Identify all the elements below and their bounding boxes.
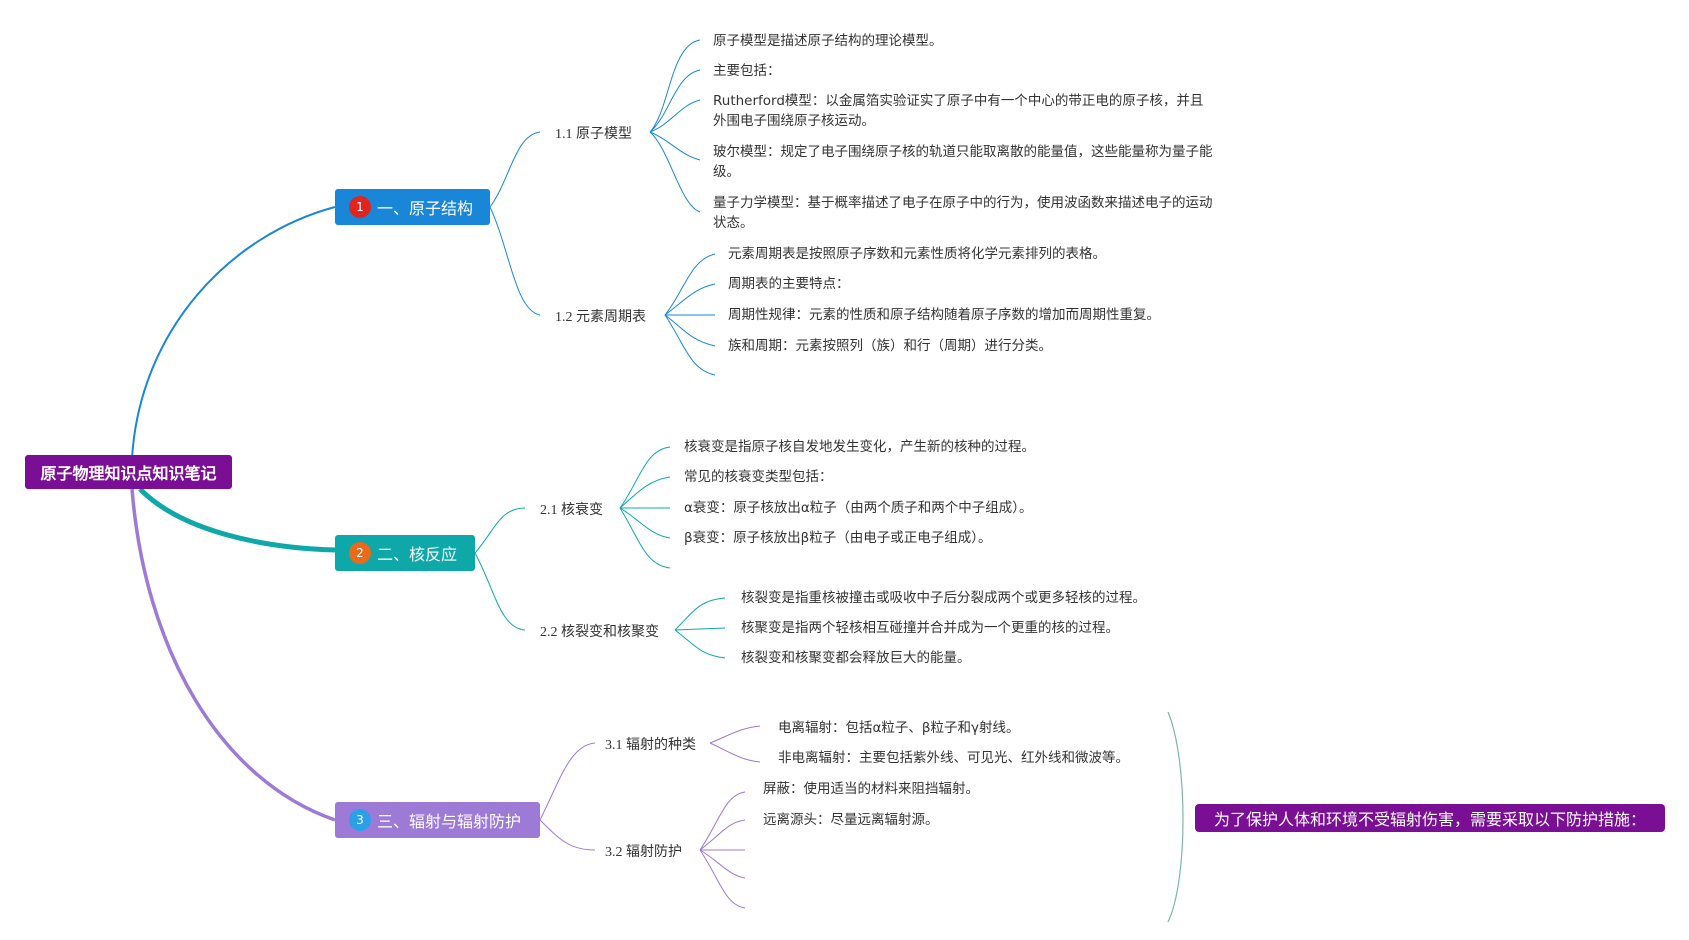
sub-node-1-1[interactable]: 1.1 原子模型: [555, 127, 632, 142]
leaf-3-2-1: 屏蔽：使用适当的材料来阻挡辐射。: [763, 781, 979, 797]
branch-title: 一、原子结构: [377, 199, 474, 218]
link-b1-sub2: [489, 206, 541, 316]
link-s12-l4: [664, 314, 716, 347]
branch-title: 二、核反应: [377, 545, 458, 564]
branch-node-3[interactable]: 3 三、辐射与辐射防护: [335, 802, 540, 838]
link-s22-l3: [674, 629, 726, 659]
leaf-2-1-3: α衰变：原子核放出α粒子（由两个质子和两个中子组成）。: [684, 500, 1033, 516]
sub-node-2-2[interactable]: 2.2 核裂变和核聚变: [540, 625, 659, 640]
link-s11-l2: [649, 69, 701, 133]
link-s21-l5: [619, 507, 671, 569]
link-s21-l2: [619, 476, 671, 509]
leaf-1-1-5: 量子力学模型：基于概率描述了电子在原子中的行为，使用波函数来描述电子的运动状态。: [713, 195, 1213, 231]
leaf-2-2-2: 核聚变是指两个轻核相互碰撞并合并成为一个更重的核的过程。: [741, 620, 1119, 636]
link-s32-l1: [699, 791, 746, 851]
link-b2-sub1: [474, 507, 526, 554]
leaf-3-1-2: 非电离辐射：主要包括紫外线、可见光、红外线和微波等。: [778, 750, 1129, 766]
link-root-branch3: [130, 488, 336, 822]
branch-node-1[interactable]: 1 一、原子结构: [335, 189, 490, 225]
link-s21-l1: [619, 446, 671, 509]
link-s32-l2: [699, 819, 746, 851]
link-s22-l2: [674, 627, 726, 631]
branch-number-badge: 1: [349, 196, 371, 218]
link-b3-sub1: [539, 742, 596, 821]
branch-number-badge: 2: [349, 542, 371, 564]
leaf-1-1-4: 玻尔模型：规定了电子围绕原子核的轨道只能取离散的能量值，这些能量称为量子能级。: [713, 144, 1213, 180]
link-b1-sub1: [489, 131, 541, 208]
branch-node-2[interactable]: 2 二、核反应: [335, 535, 475, 571]
leaf-1-2-3: 周期性规律：元素的性质和原子结构随着原子序数的增加而周期性重复。: [728, 307, 1160, 323]
link-s31-l1: [709, 725, 761, 744]
link-b3-sub2: [539, 819, 596, 851]
link-s22-l1: [674, 597, 726, 631]
leaf-1-2-1: 元素周期表是按照原子序数和元素性质将化学元素排列的表格。: [728, 246, 1106, 262]
link-s32-l5: [699, 849, 746, 909]
link-s11-l5: [649, 131, 701, 213]
summary-callout[interactable]: 为了保护人体和环境不受辐射伤害，需要采取以下防护措施：: [1195, 804, 1665, 832]
leaf-3-1-1: 电离辐射：包括α粒子、β粒子和γ射线。: [778, 720, 1020, 736]
link-root-branch1: [131, 206, 336, 459]
link-s21-l4: [619, 507, 671, 539]
sub-node-1-2[interactable]: 1.2 元素周期表: [555, 310, 646, 325]
link-s11-l3: [649, 99, 701, 133]
leaf-1-1-2: 主要包括：: [713, 63, 781, 79]
link-s12-l1: [664, 253, 716, 316]
sub-node-3-1[interactable]: 3.1 辐射的种类: [605, 738, 696, 753]
summary-bracket: [1167, 711, 1184, 923]
leaf-2-1-4: β衰变：原子核放出β粒子（由电子或正电子组成）。: [684, 530, 992, 546]
leaf-1-1-3: Rutherford模型：以金属箔实验证实了原子中有一个中心的带正电的原子核，并…: [713, 93, 1204, 129]
branch-title: 三、辐射与辐射防护: [377, 812, 522, 831]
leaf-1-2-4: 族和周期：元素按照列（族）和行（周期）进行分类。: [728, 338, 1052, 354]
link-b2-sub2: [474, 552, 526, 631]
leaf-2-2-3: 核裂变和核聚变都会释放巨大的能量。: [741, 650, 971, 666]
sub-node-3-2[interactable]: 3.2 辐射防护: [605, 845, 682, 860]
link-s11-l4: [649, 131, 701, 161]
leaf-2-2-1: 核裂变是指重核被撞击或吸收中子后分裂成两个或更多轻核的过程。: [741, 590, 1146, 606]
leaf-1-2-2: 周期表的主要特点：: [728, 276, 850, 292]
leaf-2-1-1: 核衰变是指原子核自发地发生变化，产生新的核种的过程。: [684, 439, 1035, 455]
sub-node-2-1[interactable]: 2.1 核衰变: [540, 503, 603, 518]
leaf-3-2-2: 远离源头：尽量远离辐射源。: [763, 812, 939, 828]
link-s32-l4: [699, 849, 746, 879]
link-s12-l2: [664, 283, 716, 316]
link-s11-l1: [649, 39, 701, 133]
link-s31-l2: [709, 742, 761, 763]
link-root-branch2: [138, 487, 336, 553]
branch-number-badge: 3: [349, 809, 371, 831]
leaf-1-1-1: 原子模型是描述原子结构的理论模型。: [713, 33, 943, 49]
leaf-2-1-2: 常见的核衰变类型包括：: [684, 469, 833, 485]
root-node[interactable]: 原子物理知识点知识笔记: [25, 455, 232, 489]
link-s12-l5: [664, 314, 716, 376]
